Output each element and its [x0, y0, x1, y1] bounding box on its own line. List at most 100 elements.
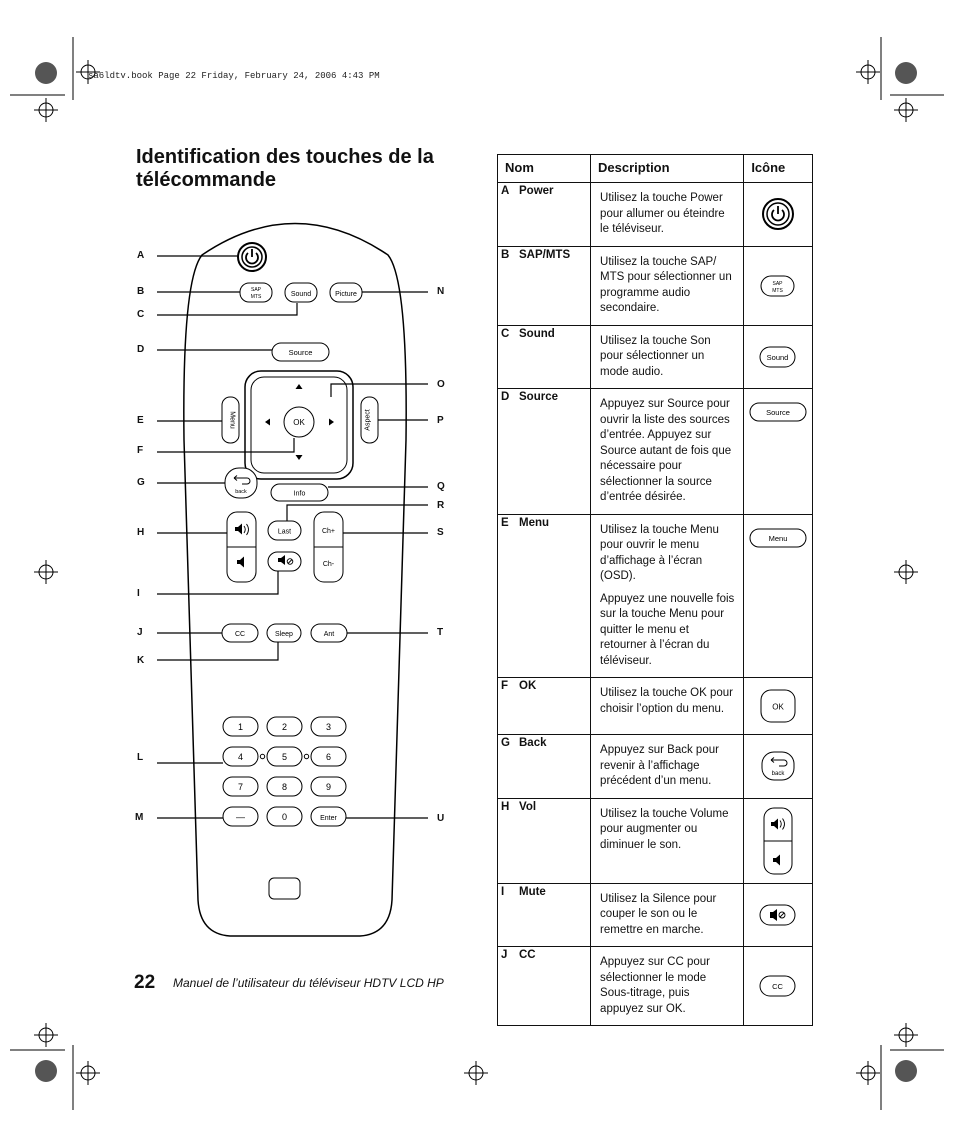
- callout-b: B: [137, 286, 145, 297]
- svg-text:Menu: Menu: [229, 411, 236, 429]
- svg-text:4: 4: [238, 752, 243, 762]
- row-letter: J: [501, 949, 508, 961]
- table-row: E Menu Utilisez la touche Menu pour ouvri…: [496, 513, 813, 678]
- menu-button-icon: Menu: [749, 528, 807, 547]
- row-description: Utilisez la touche Volume pour augmenter…: [600, 807, 729, 851]
- callout-a: A: [137, 250, 145, 261]
- svg-text:5: 5: [282, 752, 287, 762]
- row-name: Mute: [519, 885, 546, 898]
- power-button: [237, 242, 267, 272]
- sleep-button: Sleep: [266, 623, 302, 643]
- svg-text:Sound: Sound: [291, 291, 311, 298]
- aspect-button: Aspect: [360, 396, 379, 444]
- row-letter: D: [501, 391, 510, 403]
- svg-text:0: 0: [282, 812, 287, 822]
- power-icon: [762, 198, 795, 231]
- row-description: Utilisez la touche Son pour sélectionner…: [600, 334, 711, 378]
- callout-d: D: [137, 344, 145, 355]
- row-description: Utilisez la touche SAP/ MTS pour sélecti…: [600, 255, 732, 315]
- svg-text:—: —: [236, 812, 245, 822]
- callout-i: I: [137, 588, 140, 599]
- callout-j: J: [137, 627, 143, 638]
- svg-text:OK: OK: [293, 418, 305, 427]
- svg-text:CC: CC: [235, 631, 245, 638]
- svg-text:Menu: Menu: [769, 534, 788, 543]
- row-description: Appuyez sur Source pour ouvrir la liste …: [600, 398, 732, 503]
- row-description: Utilisez la touche Power pour allumer ou…: [600, 192, 725, 235]
- row-name: CC: [519, 949, 536, 961]
- callout-c: C: [137, 309, 145, 320]
- callout-t: T: [437, 627, 444, 638]
- svg-text:8: 8: [282, 782, 287, 792]
- svg-text:6: 6: [326, 752, 331, 762]
- row-letter: F: [501, 680, 509, 692]
- row-name: OK: [519, 680, 537, 692]
- row-description: Appuyez une nouvelle fois sur la touche …: [600, 592, 735, 667]
- row-letter: H: [501, 800, 510, 813]
- last-button: Last: [267, 520, 302, 541]
- row-letter: E: [501, 516, 509, 529]
- svg-text:SAP: SAP: [251, 287, 262, 293]
- svg-text:Sleep: Sleep: [275, 631, 293, 638]
- volume-rocker-icon: [763, 807, 793, 874]
- svg-text:Enter: Enter: [320, 815, 337, 822]
- callout-r: R: [437, 500, 445, 511]
- header-icon: Icône: [743, 154, 813, 183]
- source-button-icon: Source: [749, 402, 807, 422]
- row-letter: G: [501, 737, 510, 749]
- svg-text:MTS: MTS: [251, 294, 262, 300]
- svg-text:SAP: SAP: [773, 281, 784, 287]
- row-name: Back: [519, 737, 547, 749]
- row-description: Utilisez la touche OK pour choisir l’opt…: [600, 687, 733, 715]
- svg-text:1: 1: [238, 722, 243, 732]
- callout-g: G: [137, 477, 145, 488]
- callout-k: K: [137, 655, 145, 666]
- picture-button: Picture: [329, 282, 363, 303]
- table-row: I Mute Utilisez la Silence pour couper le…: [496, 882, 813, 947]
- keypad-labels: 1 2 3 4 5 6 7 8 9 — 0 Enter: [236, 722, 338, 822]
- svg-text:Last: Last: [278, 529, 291, 536]
- svg-text:2: 2: [282, 722, 287, 732]
- channel-rocker: Ch+ Ch-: [313, 511, 344, 583]
- callout-q: Q: [437, 481, 445, 492]
- page-title: Identification des touches de la télécom…: [136, 146, 434, 191]
- row-description: Utilisez la touche Menu pour ouvrir le m…: [600, 523, 719, 583]
- callout-p: P: [437, 415, 444, 426]
- svg-text:Aspect: Aspect: [365, 409, 372, 430]
- cc-button: CC: [221, 623, 259, 643]
- footer-text: Manuel de l’utilisateur du téléviseur HD…: [173, 976, 444, 990]
- ok-button-icon: OK: [760, 689, 796, 723]
- table-header-row: Nom Description Icône: [496, 154, 813, 183]
- row-letter: B: [501, 248, 510, 261]
- bottom-button: [268, 877, 301, 900]
- row-name: Menu: [519, 516, 550, 529]
- numeric-keypad: [222, 716, 347, 827]
- source-button: Source: [271, 342, 330, 362]
- back-button: back: [224, 467, 258, 499]
- callout-e: E: [137, 415, 144, 426]
- svg-text:Source: Source: [289, 348, 313, 357]
- row-name: Sound: [519, 327, 555, 340]
- svg-text:back: back: [235, 489, 247, 495]
- callout-l: L: [137, 752, 144, 763]
- row-letter: I: [501, 885, 505, 898]
- svg-text:Sound: Sound: [767, 353, 789, 362]
- header-description: Description: [590, 154, 745, 183]
- row-description: Utilisez la Silence pour couper le son o…: [600, 892, 717, 936]
- svg-text:MTS: MTS: [772, 288, 783, 294]
- svg-text:7: 7: [238, 782, 243, 792]
- row-description: Appuyez sur Back pour revenir à l’affich…: [600, 744, 719, 787]
- callout-m: M: [135, 812, 144, 823]
- sound-button: Sound: [284, 282, 318, 303]
- callout-h: H: [137, 527, 145, 538]
- remote-body: [183, 222, 407, 937]
- callout-s: S: [437, 527, 444, 538]
- table-row: F OK Utilisez la touche OK pour choisir l…: [496, 677, 813, 735]
- navigation-pad: OK: [244, 370, 354, 480]
